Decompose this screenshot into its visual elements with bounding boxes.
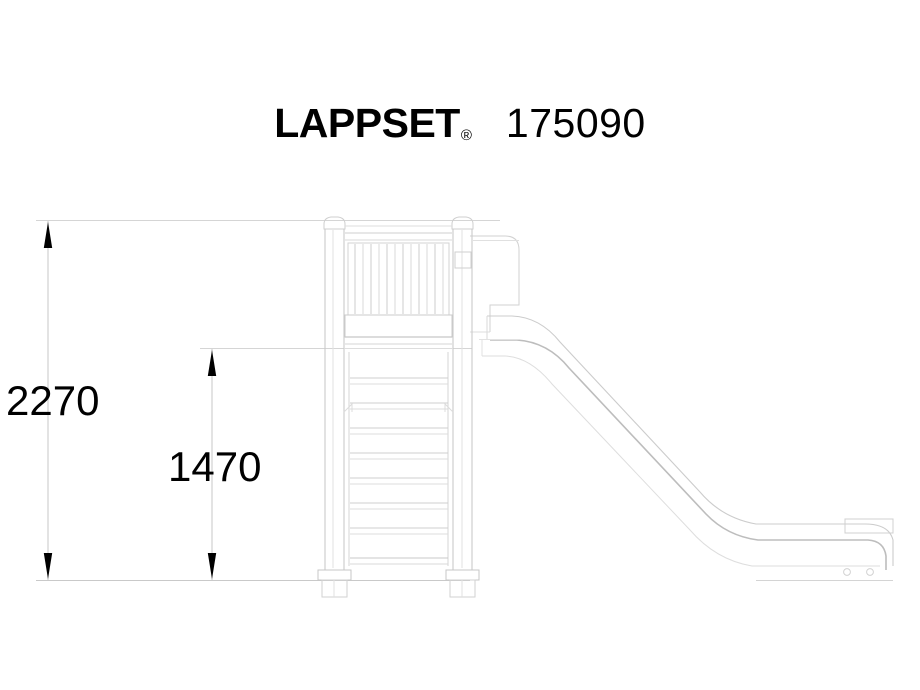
dimension-arrow-up <box>207 350 217 376</box>
slide-anchor-hole <box>866 568 874 576</box>
slide-assembly <box>470 235 894 581</box>
post-cap-icon <box>323 216 346 230</box>
dimension-arrow-down <box>43 553 53 579</box>
slide-exit-fitting <box>844 518 894 534</box>
post-right <box>445 216 480 598</box>
product-model-code: 175090 <box>505 100 646 146</box>
dimension-label-platform-height: 1470 <box>168 443 262 490</box>
dimension-overall-height <box>36 220 500 581</box>
guardrail-top-rail <box>345 232 452 241</box>
post-footing <box>317 569 352 581</box>
post-bracket-fitting <box>454 251 472 269</box>
slide-anchor-hole <box>843 568 851 576</box>
drawing-title-block: LAPPSET® 175090 <box>0 100 920 147</box>
tower-structure <box>317 216 520 598</box>
brand-logo-text: LAPPSET <box>274 100 460 146</box>
dimension-arrow-up <box>43 222 53 248</box>
dimension-arrow-down <box>207 553 217 579</box>
guardrail-slat-panel <box>347 242 450 316</box>
post-footing <box>445 569 480 581</box>
ladder-steps <box>350 377 448 565</box>
dimension-label-overall-height: 2270 <box>6 377 100 424</box>
registered-trademark-icon: ® <box>460 127 472 144</box>
post-left <box>317 216 352 598</box>
platform-deck <box>344 314 453 349</box>
post-cap-icon <box>451 216 474 230</box>
